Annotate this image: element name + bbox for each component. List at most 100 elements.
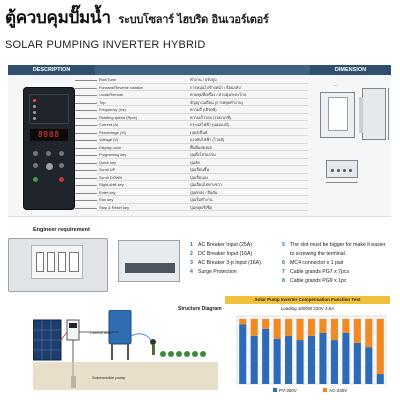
description-row: Frequency (Hz) ความถี่ (เฮิรตซ์)	[97, 106, 308, 114]
description-en: Voltage (V)	[99, 137, 119, 142]
engineer-title: Engineer requirement	[33, 227, 90, 233]
dim-height-line	[388, 88, 389, 140]
description-th: ความเร็วรอบ (รอบ/นาที)	[190, 114, 232, 120]
subtitle-thai: ระบบโซลาร์ ไฮบริด อินเวอร์เตอร์	[118, 13, 269, 26]
leader-line	[75, 200, 97, 201]
scroll-down-key[interactable]	[59, 163, 64, 168]
leader-line	[75, 155, 97, 156]
legend-label: AC-230V	[329, 388, 347, 393]
leader-line	[75, 147, 97, 149]
leader-line	[75, 117, 97, 119]
legend-swatch	[273, 388, 277, 392]
side-view-mount	[359, 97, 363, 133]
leader-line	[75, 125, 97, 126]
description-th: ปุ่มเลื่อนลง	[190, 174, 209, 180]
description-th: ความถี่ (เฮิรตซ์)	[190, 107, 217, 112]
description-th: ปุ่มเลื่อนไปทางขวา	[190, 182, 222, 187]
description-en: Quick key	[99, 159, 117, 165]
bar-pv	[296, 340, 304, 384]
bar-ac	[307, 318, 316, 336]
bar-pv	[250, 335, 258, 384]
description-row: Display zone พื้นที่แสดงผล	[97, 144, 308, 151]
right-shift-key[interactable]	[33, 163, 38, 168]
leader-line	[75, 80, 97, 81]
leader-line	[75, 132, 97, 134]
surge-protector-icon	[69, 252, 79, 272]
run-key[interactable]	[33, 177, 38, 182]
bar-pv	[239, 324, 247, 384]
req-item: to screwing the terminal.	[290, 251, 347, 257]
description-en: Right-shift key	[99, 182, 124, 187]
wiring-photo	[8, 238, 108, 292]
leader-line	[75, 87, 97, 89]
dim-width-label: —	[334, 83, 338, 87]
description-en: Frequency (Hz)	[99, 107, 126, 112]
description-th: ปุ่มลัด	[190, 159, 200, 165]
local-led-icon	[33, 111, 36, 114]
bar-pv	[353, 342, 361, 384]
description-row: Quick key ปุ่มลัด	[97, 159, 308, 166]
description-th: ปุ่มตั้งโปรแกรม	[190, 152, 216, 157]
leader-line	[75, 162, 97, 164]
description-en: Stop & Reset key	[99, 204, 130, 210]
scroll-up-key[interactable]	[59, 151, 64, 156]
header-bar	[95, 65, 310, 75]
leader-line	[75, 185, 97, 186]
description-en: Rotating speed (Rpm)	[99, 114, 138, 120]
dim-side-view	[359, 88, 386, 140]
description-en: Run key	[99, 197, 114, 202]
breaker-box	[31, 245, 83, 279]
fwd-led-icon	[33, 105, 36, 108]
description-en: Percentage (%)	[99, 129, 127, 135]
water-tank-icon	[108, 310, 132, 345]
enter-key[interactable]	[46, 163, 53, 170]
description-en: Forward/Reverse rotation	[99, 84, 143, 90]
structure-title: Structure Diagram	[178, 306, 222, 312]
page-title: ตู้ควบคุมปั๊มน้ำ ระบบโซลาร์ ไฮบริด อินเว…	[5, 4, 269, 31]
title-thai: ตู้ควบคุมปั๊มน้ำ	[5, 8, 111, 28]
description-th: แรงดันไฟฟ้า (โวลต์)	[190, 137, 225, 142]
description-en: Display zone	[99, 144, 122, 150]
bar-ac	[250, 318, 258, 336]
bar-ac	[296, 318, 304, 341]
description-en: Local/Remote	[99, 92, 124, 97]
description-row: Right-shift key ปุ่มเลื่อนไปทางขวา	[97, 181, 308, 189]
leader-line	[75, 177, 97, 179]
description-th: พื้นที่แสดงผล	[190, 144, 212, 150]
description-th: ปุ่มหยุด/รีเซ็ต	[190, 204, 213, 210]
indicator-area	[29, 94, 69, 124]
stop-reset-key[interactable]	[59, 177, 64, 182]
run-led-icon	[33, 99, 36, 102]
program-key[interactable]	[33, 151, 38, 156]
legend-swatch	[323, 388, 327, 392]
leader-line	[75, 170, 97, 171]
bar-ac	[365, 318, 373, 348]
bar-ac	[342, 318, 350, 333]
description-en: Trip	[99, 99, 106, 105]
quick-key[interactable]	[46, 151, 51, 156]
chart-title: Solar Pump Inverter Compensation Functio…	[225, 296, 390, 304]
led-display: 8888	[30, 129, 68, 141]
bar-ac	[319, 318, 327, 333]
breaker-icon	[36, 252, 44, 272]
chart-subtitle: Loading 1000W 220V 4.6A	[280, 306, 335, 311]
description-th: ทำงาน / ปรับจูน	[190, 77, 217, 82]
description-row: Stop & Reset key ปุ่มหยุด/รีเซ็ต	[97, 204, 308, 211]
leader-line	[75, 140, 97, 141]
